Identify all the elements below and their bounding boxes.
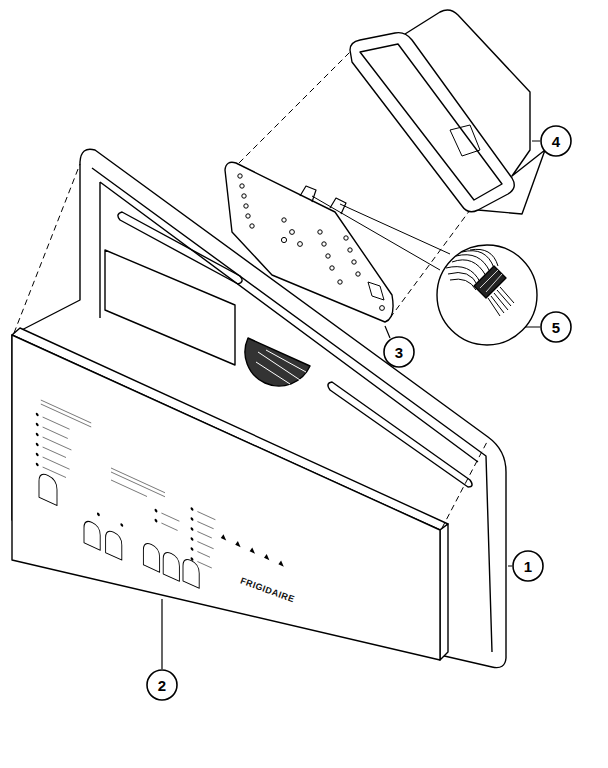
- callout-circle: 4: [540, 125, 572, 157]
- callout-number: 5: [552, 319, 560, 336]
- callout-ring: [147, 670, 177, 700]
- face-side-edge: [440, 524, 448, 660]
- frame: [12, 149, 506, 667]
- callout-number: 1: [524, 558, 532, 575]
- face-details: [36, 398, 284, 634]
- slot: [118, 212, 242, 284]
- housing-rim: [350, 33, 514, 212]
- callout-circle: 3: [383, 336, 415, 368]
- slot: [328, 382, 472, 487]
- callout-ring: [541, 312, 571, 342]
- front-face: [12, 335, 440, 660]
- handle-recess: [245, 338, 310, 386]
- callout-circle: 5: [540, 311, 572, 343]
- control-board: [225, 162, 393, 322]
- housing-rim-inner: [360, 44, 502, 200]
- callout-ring: [513, 551, 543, 581]
- callout-ring: [384, 337, 414, 367]
- callout-circle: 2: [146, 669, 178, 701]
- callout-number: 3: [395, 344, 403, 361]
- callout-number: 4: [552, 133, 560, 150]
- detail-circle: [437, 245, 537, 345]
- harness-connector: [474, 266, 506, 298]
- callout-circle: 1: [512, 550, 544, 582]
- callout-ring: [541, 126, 571, 156]
- callout-number: 2: [158, 677, 166, 694]
- display-window: [105, 250, 235, 365]
- brand-label: FRIGIDAIRE: [239, 576, 296, 605]
